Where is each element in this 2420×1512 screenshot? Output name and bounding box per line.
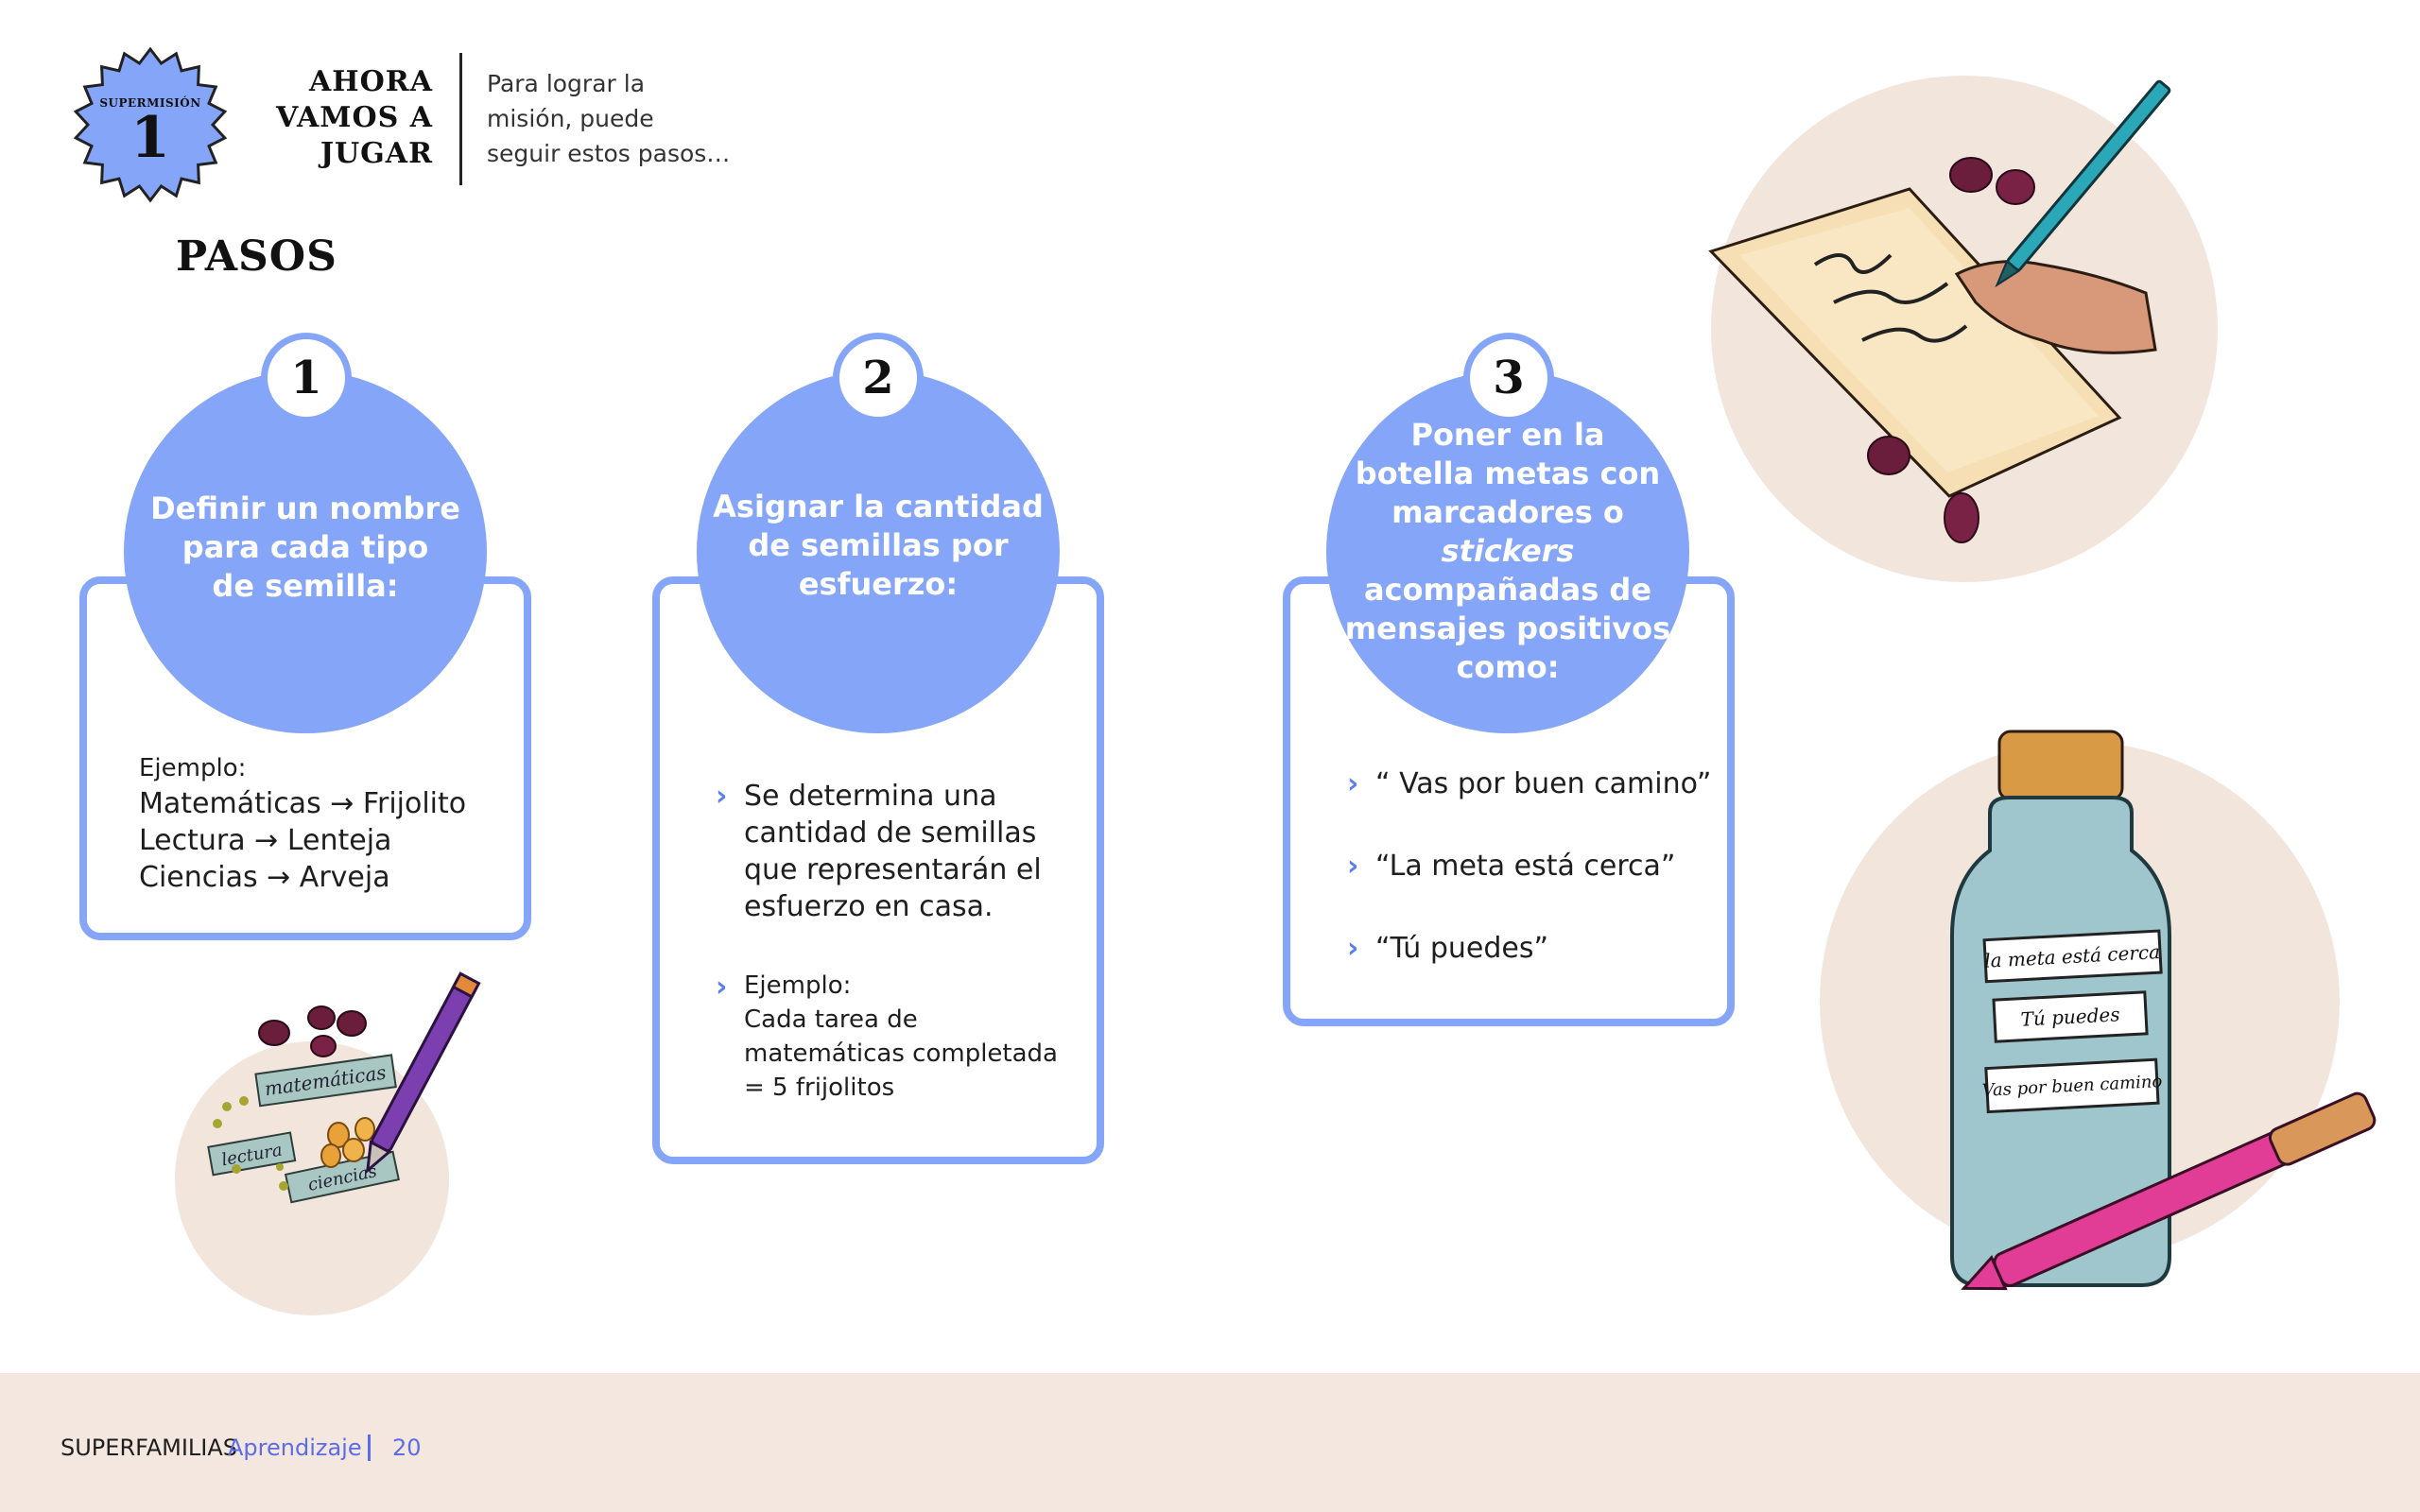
mission-title-line: JUGAR: [320, 137, 433, 170]
steps-title: PASOS: [176, 232, 337, 281]
footer: [0, 1373, 2420, 1512]
step-2-number: 2: [833, 333, 924, 423]
chevron-right-icon: ›: [716, 971, 728, 1004]
chevron-right-icon: ›: [1347, 932, 1359, 965]
chevron-right-icon: ›: [716, 780, 728, 813]
seeds-labels-illustration: matemáticas lectura ciencias: [175, 971, 481, 1315]
step-1-heading: Definir un nombre para cada tipo de semi…: [150, 490, 460, 604]
intro-line: misión, puede: [487, 105, 654, 132]
mission-title-line: AHORA: [309, 65, 433, 98]
supermission-badge: SUPERMISIÓN 1: [70, 47, 231, 203]
badge-label: SUPERMISIÓN: [99, 96, 201, 110]
footer-brand: SUPERFAMILIAS: [60, 1435, 238, 1461]
step-2-heading: Asignar la cantidad de semillas por esfu…: [713, 488, 1044, 602]
mission-title-line: VAMOS A: [276, 101, 433, 134]
step-2-example: › Ejemplo: Cada tarea de matemáticas com…: [716, 969, 1058, 1105]
mission-intro: Para lograr la misión, puede seguir esto…: [487, 66, 733, 171]
step-1-heading-circle: Definir un nombre para cada tipo de semi…: [124, 370, 487, 733]
example-line: Cada tarea de: [744, 1005, 918, 1034]
step-2-bullet: › Se determina una cantidad de semillas …: [716, 780, 1042, 923]
step-3-message: › “Tú puedes”: [1347, 932, 1549, 965]
footer-separator: [368, 1435, 371, 1461]
step-1-number: 1: [261, 333, 352, 423]
step-2-heading-circle: Asignar la cantidad de semillas por esfu…: [697, 370, 1060, 733]
intro-line: Para lograr la: [487, 70, 646, 97]
starburst-badge-icon: [73, 47, 228, 203]
example-line: Ciencias → Arveja: [139, 861, 390, 894]
chevron-right-icon: ›: [1347, 850, 1359, 883]
example-label: Ejemplo:: [139, 754, 247, 782]
writing-hand-illustration: [1708, 76, 2218, 582]
example-line: matemáticas completada: [744, 1040, 1058, 1068]
step-3-message: › “La meta está cerca”: [1347, 850, 1676, 883]
example-line: Matemáticas → Frijolito: [139, 787, 467, 820]
badge-number: 1: [130, 105, 170, 171]
bottle-label-2: Tú puedes: [2020, 1003, 2120, 1030]
step-1-example: Ejemplo: Matemáticas → Frijolito Lectura…: [139, 751, 466, 896]
step-3-message: › “ Vas por buen camino”: [1347, 767, 1712, 800]
example-line: Lectura → Lenteja: [139, 824, 392, 857]
example-label: Ejemplo:: [744, 971, 852, 1000]
example-line: = 5 frijolitos: [744, 1074, 895, 1102]
header-divider: [459, 53, 462, 185]
chevron-right-icon: ›: [1347, 767, 1359, 800]
bottle-illustration: la meta está cerca Tú puedes Vas por bue…: [1820, 730, 2377, 1291]
page-number: 20: [392, 1435, 422, 1461]
footer-section: Aprendizaje: [228, 1435, 362, 1461]
step-3-heading-circle: Poner en la botella metas con marcadores…: [1326, 370, 1689, 733]
intro-line: seguir estos pasos…: [487, 140, 731, 167]
step-3-number: 3: [1463, 333, 1554, 423]
mission-title: AHORA VAMOS A JUGAR: [255, 64, 433, 172]
step-3-heading: Poner en la botella metas con marcadores…: [1344, 416, 1671, 685]
